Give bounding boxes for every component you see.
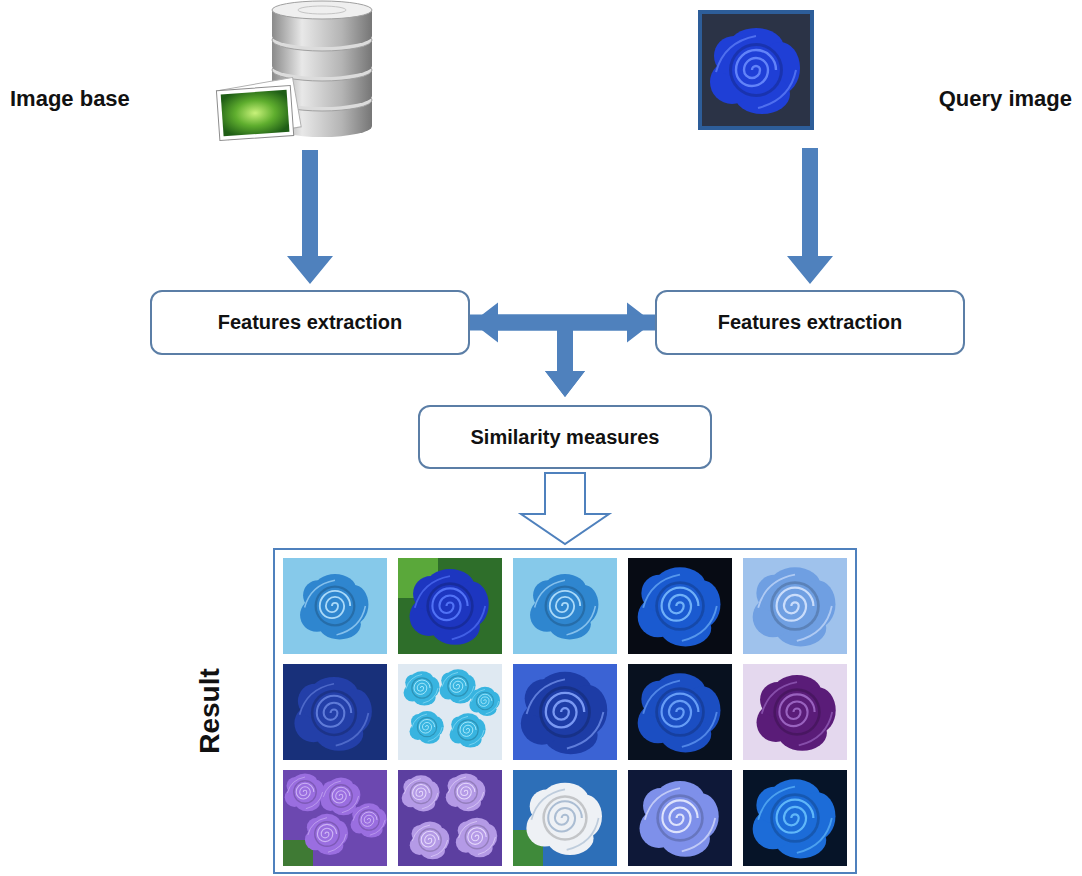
illustration-part	[530, 574, 598, 639]
illustration-part	[285, 774, 325, 812]
illustration-part	[283, 770, 387, 866]
illustration-part	[410, 711, 444, 744]
hollow-arrow	[521, 473, 609, 544]
illustration-part	[743, 558, 847, 654]
node-label: Features extraction	[218, 311, 403, 334]
process-box: Features extraction	[150, 290, 470, 355]
illustration-part	[272, 55, 372, 77]
illustration-part	[743, 770, 847, 866]
illustration-part	[283, 770, 387, 866]
illustration-part	[283, 558, 387, 654]
illustration-part	[628, 664, 732, 760]
illustration-part	[710, 28, 800, 114]
node-label: Query image	[939, 86, 1072, 112]
illustration-part	[398, 770, 502, 866]
illustration-part	[640, 781, 719, 857]
illustration-part	[305, 814, 348, 855]
node-label: Result	[194, 668, 226, 754]
illustration-part	[398, 558, 502, 654]
illustration-part	[404, 671, 440, 705]
result-frame: Result	[273, 548, 857, 874]
illustration-part	[753, 779, 836, 858]
illustration-part	[456, 818, 497, 858]
illustration-part	[398, 770, 502, 866]
illustration-part	[628, 770, 732, 866]
illustration-part	[513, 558, 617, 654]
illustration-part	[743, 664, 847, 760]
illustration-part	[700, 12, 812, 128]
query-image-node: Query image	[690, 6, 1076, 140]
process-box: Features extraction	[655, 290, 965, 355]
illustration-part	[469, 687, 500, 716]
illustration-part	[757, 675, 836, 751]
illustration-part	[272, 25, 372, 47]
illustration-part	[743, 770, 847, 866]
illustration-part	[513, 770, 617, 866]
illustration-part	[440, 669, 476, 703]
illustration-part	[216, 86, 293, 141]
illustration-part	[351, 803, 387, 837]
illustration-part	[283, 664, 387, 760]
illustration-part	[446, 774, 486, 812]
illustration-part	[513, 770, 617, 866]
database-icon	[208, 0, 380, 142]
illustration-part	[398, 664, 502, 760]
illustration-part	[638, 673, 721, 752]
node-label: Similarity measures	[471, 426, 660, 449]
illustration-part	[526, 783, 602, 855]
illustration-part	[398, 664, 502, 760]
illustration-part	[628, 770, 732, 866]
illustration-part	[410, 822, 450, 860]
node-label: Image base	[10, 86, 130, 112]
result-photos	[273, 548, 857, 874]
illustration-part	[272, 1, 372, 19]
block-arrow	[545, 315, 655, 398]
image-base-node: Image base	[8, 0, 380, 142]
illustration-part	[628, 664, 732, 760]
illustration-part	[743, 558, 847, 654]
illustration-part	[753, 567, 836, 646]
illustration-part	[216, 86, 293, 141]
illustration-part	[398, 558, 502, 654]
node-label: Features extraction	[718, 311, 903, 334]
illustration-part	[450, 713, 486, 747]
illustration-part	[628, 558, 732, 654]
illustration-part	[283, 664, 387, 760]
illustration-part	[283, 558, 387, 654]
block-arrow	[287, 150, 333, 284]
illustration-part	[513, 664, 617, 760]
query-photo	[698, 10, 814, 130]
illustration-part	[513, 664, 617, 760]
illustration-part	[300, 574, 368, 639]
block-arrow	[787, 148, 833, 284]
process-box: Similarity measures	[418, 405, 712, 469]
illustration-part	[221, 90, 290, 137]
illustration-part	[638, 567, 721, 646]
illustration-part	[298, 6, 346, 14]
illustration-part	[628, 558, 732, 654]
illustration-part	[410, 569, 489, 645]
illustration-part	[513, 558, 617, 654]
illustration-part	[294, 677, 371, 751]
illustration-part	[402, 775, 440, 811]
illustration-part	[743, 664, 847, 760]
illustration-part	[521, 672, 607, 755]
